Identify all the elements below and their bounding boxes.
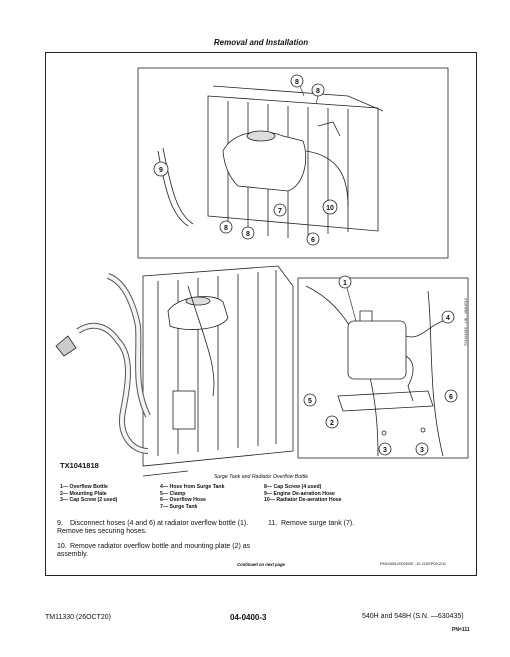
callout-7: 7 xyxy=(273,203,287,217)
content-frame xyxy=(45,52,477,576)
legend-item: 2— Mounting Plate xyxy=(60,490,107,497)
legend-item: 7— Surge Tank xyxy=(160,503,198,510)
legend-item: 1— Overflow Bottle xyxy=(60,484,108,490)
callout-8-top-b: 8 xyxy=(311,83,325,105)
legend-item: 10— Radiator De-aeration Hose xyxy=(264,497,342,504)
callout-6-top: 6 xyxy=(306,232,320,246)
footer-pn: PN=111 xyxy=(452,627,470,633)
step-number: 11. xyxy=(268,520,278,527)
step-number: 9. xyxy=(57,520,63,527)
legend-item: 6— Overflow Hose xyxy=(160,497,206,504)
callout-6-bottom: 6 xyxy=(444,389,458,403)
svg-text:5: 5 xyxy=(308,398,312,405)
legend-column-3: 8— Cap Screw (4 used) 9— Engine De-aerat… xyxy=(264,484,342,504)
step-10: 10.Remove radiator overflow bottle and m… xyxy=(57,543,257,560)
svg-text:8: 8 xyxy=(246,231,250,238)
callout-4: 4 xyxy=(441,310,455,324)
figure-label: TX1041818 xyxy=(60,461,99,470)
legend-column-2: 4— Hose from Surge Tank 5— Clamp 6— Over… xyxy=(160,484,224,510)
callout-2: 2 xyxy=(325,415,339,429)
pm-reference: PM10405,0000DDE -19-21SEP09-2/11 xyxy=(380,562,446,566)
footer-page-number: 04-0400-3 xyxy=(230,613,267,622)
callout-3-a: 3 xyxy=(378,442,392,456)
svg-text:4: 4 xyxy=(446,315,450,322)
figure-side-code: TX1041818 —UN—18AUG10 xyxy=(464,298,468,346)
step-11: 11.Remove surge tank (7). xyxy=(268,520,468,528)
callout-9: 9 xyxy=(153,161,169,177)
callout-8-top-a: 8 xyxy=(290,74,305,97)
svg-text:6: 6 xyxy=(449,394,453,401)
step-text: Remove surge tank (7). xyxy=(281,520,355,527)
callout-8-bottom-b: 8 xyxy=(241,226,255,240)
legend-item: 8— Cap Screw (4 used) xyxy=(264,484,322,490)
callout-1: 1 xyxy=(338,275,357,322)
callout-3-b: 3 xyxy=(415,442,429,456)
continued-note: Continued on next page xyxy=(237,562,285,567)
svg-text:8: 8 xyxy=(316,88,320,95)
step-text: Remove radiator overflow bottle and moun… xyxy=(57,543,251,559)
svg-text:10: 10 xyxy=(326,205,334,212)
svg-text:8: 8 xyxy=(224,225,228,232)
top-inset-frame xyxy=(137,67,449,259)
step-9: 9.Disconnect hoses (4 and 6) at radiator… xyxy=(57,520,257,537)
callout-8-bottom-a: 8 xyxy=(219,220,233,234)
svg-text:3: 3 xyxy=(383,447,387,454)
step-text: Disconnect hoses (4 and 6) at radiator o… xyxy=(57,520,249,536)
legend-item: 4— Hose from Surge Tank xyxy=(160,484,225,490)
svg-text:3: 3 xyxy=(420,447,424,454)
legend-column-1: 1— Overflow Bottle 2— Mounting Plate 3— … xyxy=(60,484,117,504)
svg-text:6: 6 xyxy=(311,237,315,244)
callout-5: 5 xyxy=(303,393,317,407)
figure-caption: Surge Tank and Radiator Overflow Bottle xyxy=(213,474,309,480)
legend-item: 3— Cap Screw (2 used) xyxy=(60,497,118,504)
right-inset-frame xyxy=(297,277,469,459)
step-number: 10. xyxy=(57,543,67,550)
surge-tank-illustration: 8 8 9 7 10 8 8 6 1 4 5 6 2 3 3 xyxy=(55,67,469,477)
callout-10: 10 xyxy=(322,199,338,215)
svg-text:9: 9 xyxy=(159,167,163,174)
legend-item: 5— Clamp xyxy=(160,490,186,497)
svg-text:7: 7 xyxy=(278,208,282,215)
header-rule xyxy=(45,52,477,53)
footer-manual-id: TM11330 (26OCT20) xyxy=(45,614,112,621)
svg-text:1: 1 xyxy=(343,280,347,287)
footer-model: 540H and 548H (S.N. —630435) xyxy=(362,613,464,620)
svg-text:2: 2 xyxy=(330,420,334,427)
legend-item: 9— Engine De-aeration Hose xyxy=(264,490,335,497)
svg-text:8: 8 xyxy=(295,79,299,86)
page-header-title: Removal and Installation xyxy=(213,38,309,47)
